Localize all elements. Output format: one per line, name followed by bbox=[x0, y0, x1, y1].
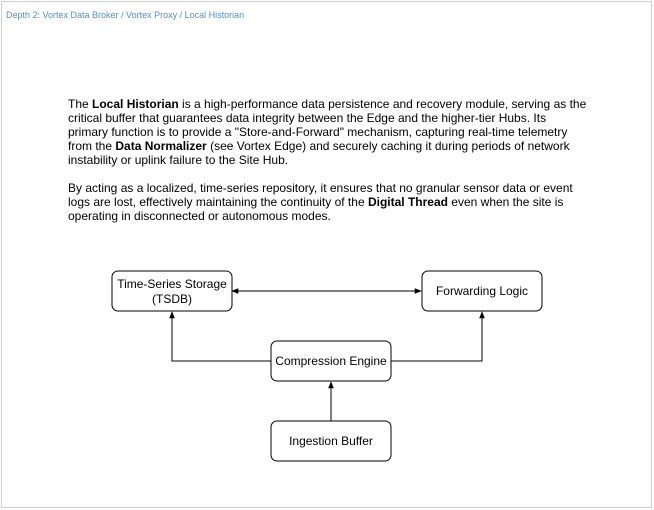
node-tsdb-label-line1: Time-Series Storage bbox=[117, 277, 227, 291]
edge-compression-tsdb bbox=[169, 311, 271, 362]
emphasis-term: Local Historian bbox=[92, 97, 179, 111]
node-forwarding-logic[interactable]: Forwarding Logic bbox=[421, 270, 543, 312]
text-run: is a high-performance data persistence a… bbox=[68, 97, 587, 153]
text-run: even when the site is operating in disco… bbox=[68, 195, 564, 223]
node-tsdb[interactable]: Time-Series Storage (TSDB) bbox=[111, 270, 233, 312]
text-run: (see Vortex Edge) and securely caching i… bbox=[68, 139, 570, 167]
node-ingestion-buffer-label: Ingestion Buffer bbox=[289, 434, 373, 448]
description-paragraph-1: The Local Historian is a high-performanc… bbox=[68, 97, 588, 167]
emphasis-term: Data Normalizer bbox=[115, 139, 207, 153]
breadcrumb[interactable]: Depth 2: Vortex Data Broker / Vortex Pro… bbox=[6, 10, 245, 20]
text-run: The bbox=[68, 97, 93, 111]
node-compression-engine[interactable]: Compression Engine bbox=[270, 340, 392, 382]
node-compression-engine-label: Compression Engine bbox=[275, 354, 387, 368]
text-run: By acting as a localized, time-series re… bbox=[68, 181, 573, 209]
description-paragraph-2: By acting as a localized, time-series re… bbox=[68, 181, 588, 223]
node-ingestion-buffer[interactable]: Ingestion Buffer bbox=[270, 420, 392, 462]
node-forwarding-logic-label: Forwarding Logic bbox=[436, 284, 528, 298]
description: The Local Historian is a high-performanc… bbox=[68, 97, 588, 237]
edge-compression-forwarding bbox=[391, 311, 485, 362]
emphasis-term: Digital Thread bbox=[367, 195, 448, 209]
node-tsdb-label-line2: (TSDB) bbox=[152, 292, 192, 306]
